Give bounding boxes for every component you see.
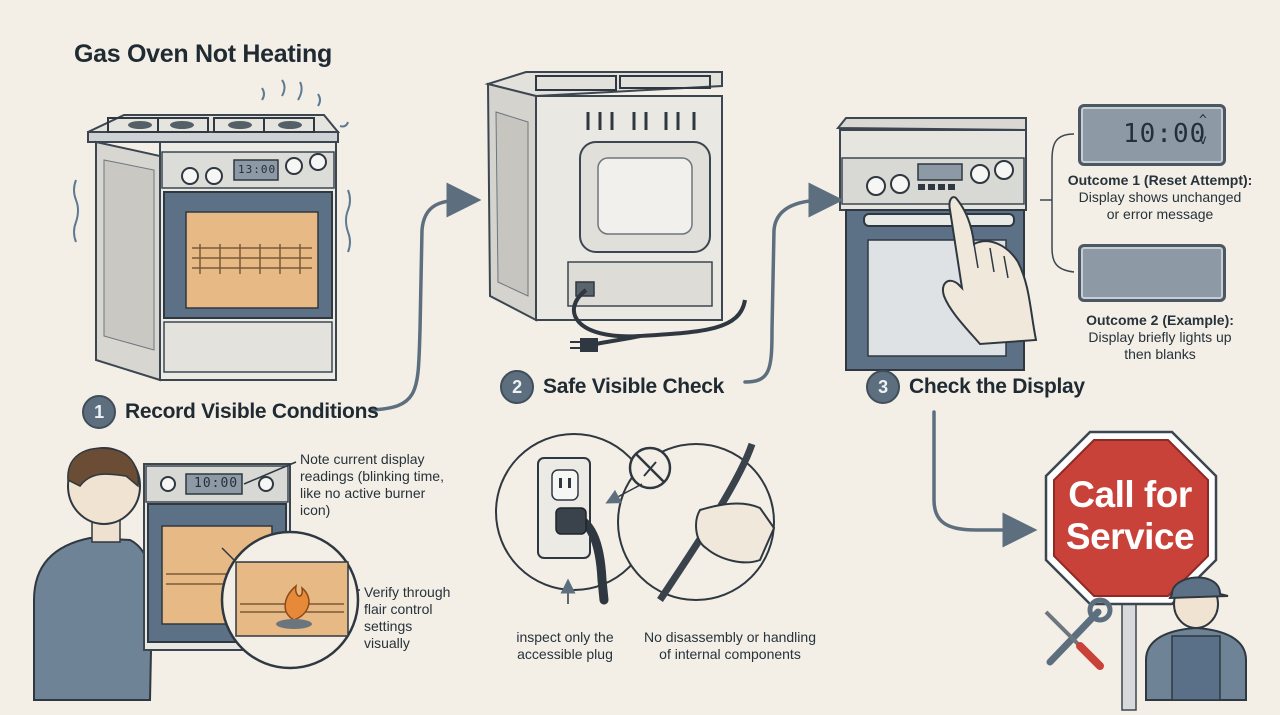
note-line: inspect only the [516, 629, 614, 645]
outcome-2-title: Outcome 2 (Example): [1086, 312, 1234, 328]
wrench-icon [1046, 597, 1113, 666]
outcome-1-time: 10:00 [1123, 119, 1207, 149]
outcome-1-line: or error message [1106, 206, 1214, 222]
step-3-heading: 3 Check the Display [866, 370, 1085, 404]
outcome-1-caption: Outcome 1 (Reset Attempt): Display shows… [1050, 172, 1270, 223]
flair-control-note: Verify through flair control settings vi… [364, 584, 494, 652]
range-with-display-icon [835, 117, 1038, 371]
plug-note: inspect only the accessible plug [500, 629, 630, 663]
stove-icon [73, 79, 351, 382]
step-label: Record Visible Conditions [125, 400, 379, 423]
flame-icon [276, 584, 312, 629]
hand-pointing-icon [942, 196, 1038, 346]
no-handling-circle [605, 442, 776, 602]
note-line: visually [364, 635, 410, 651]
sign-line-1: Call for [1068, 474, 1192, 515]
sign-line-2: Service [1065, 516, 1195, 557]
outcome-2-caption: Outcome 2 (Example): Display briefly lig… [1050, 312, 1270, 363]
outcome-2-line: Display briefly lights up [1088, 329, 1232, 345]
screwdriver-icon [1044, 610, 1104, 670]
close-up-display: 10:00 [194, 476, 239, 491]
oven-back-icon [484, 71, 747, 352]
chevron-up-icon: ^ [1199, 113, 1208, 128]
note-line: of internal components [659, 646, 801, 662]
step-2-heading: 2 Safe Visible Check [500, 370, 724, 404]
note-line: accessible plug [517, 646, 613, 662]
outcome-2-display [1078, 244, 1226, 302]
outcome-bracket [1040, 133, 1075, 273]
no-disassembly-note: No disassembly or handling of internal c… [632, 629, 828, 663]
call-for-service-sign: Call for Service [1040, 474, 1220, 558]
note-line: settings [364, 618, 413, 634]
step-number: 3 [866, 370, 900, 404]
no-handling-icon [628, 446, 672, 490]
note-line: No disassembly or handling [644, 629, 816, 645]
note-line: flair control [364, 601, 433, 617]
chevron-down-icon: v [1199, 133, 1208, 148]
outlet-circle [495, 433, 653, 605]
note-line: Verify through [364, 584, 451, 600]
power-plug-icon [570, 334, 641, 352]
step-number: 1 [82, 395, 116, 429]
outcome-1-display: 10:00 ^ v [1078, 104, 1226, 166]
note-line: Note current display [300, 451, 425, 467]
step-label: Check the Display [909, 375, 1085, 398]
stop-sign-icon [1044, 430, 1218, 711]
stove-display: 13:00 [238, 163, 277, 176]
note-line: like no active burner [300, 485, 426, 501]
display-readings-note: Note current display readings (blinking … [300, 451, 490, 519]
outcome-1-title: Outcome 1 (Reset Attempt): [1067, 172, 1253, 188]
note-line: readings (blinking time, [300, 468, 444, 484]
outcome-1-line: Display shows unchanged [1078, 189, 1242, 205]
step-number: 2 [500, 370, 534, 404]
technician-icon [1145, 576, 1247, 701]
person-icon [33, 447, 154, 701]
heat-lines-icon [73, 79, 351, 253]
step-label: Safe Visible Check [543, 375, 724, 398]
magnifier-circle [220, 530, 360, 670]
page-title: Gas Oven Not Heating [74, 40, 332, 68]
step-1-heading: 1 Record Visible Conditions [82, 395, 379, 429]
note-line: icon) [300, 502, 331, 518]
outcome-2-line: then blanks [1124, 346, 1196, 362]
flow-arrows [368, 182, 1038, 548]
